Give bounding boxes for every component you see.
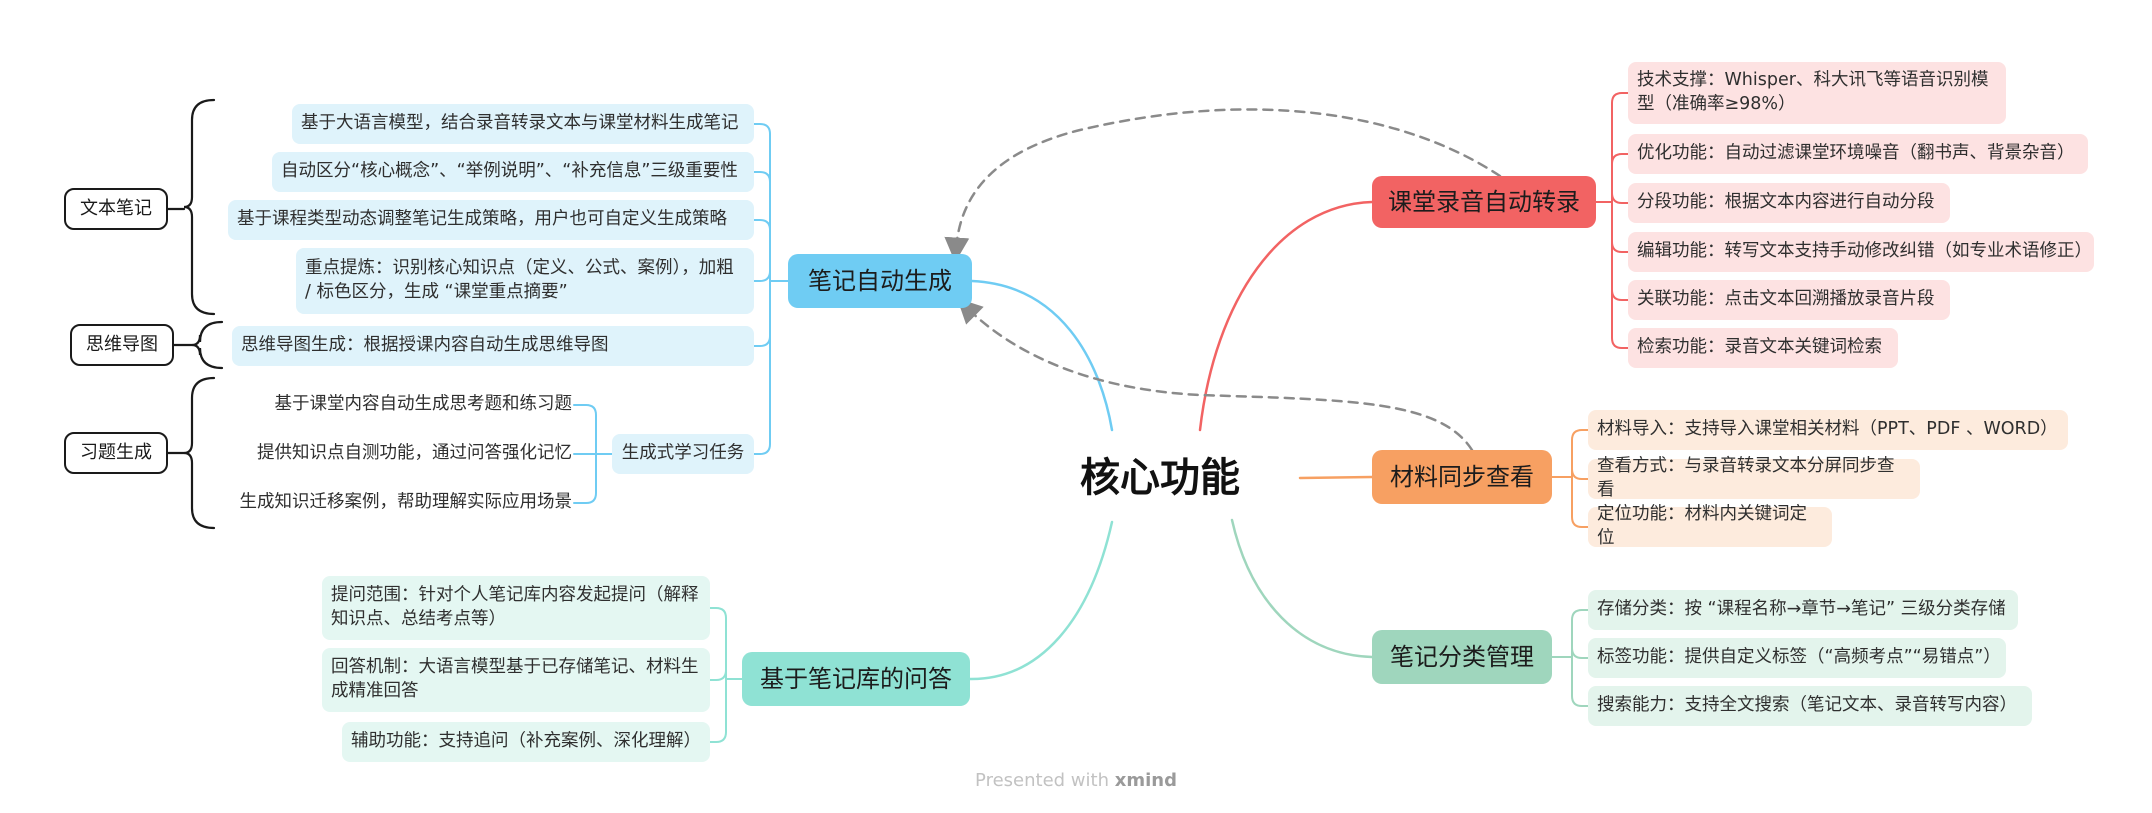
qa-item-mechanism[interactable]: 回答机制：大语言模型基于已存储笔记、材料生成精准回答: [322, 648, 710, 712]
materials-item-import[interactable]: 材料导入：支持导入课堂相关材料（PPT、PDF 、WORD）: [1588, 410, 2068, 450]
link-task-0: [573, 404, 613, 455]
link-notes-1: [753, 171, 789, 282]
group-text-notes[interactable]: 文本笔记: [64, 188, 168, 230]
classification-item-storage[interactable]: 存储分类：按 “课程名称→章节→笔记” 三级分类存储: [1588, 590, 2018, 630]
branch-notes[interactable]: 笔记自动生成: [788, 254, 972, 308]
link-transcription-3: [1611, 201, 1629, 253]
group-exercises[interactable]: 习题生成: [64, 432, 168, 474]
link-transcription-1: [1611, 153, 1629, 203]
transcription-item-optimize[interactable]: 优化功能：自动过滤课堂环境噪音（翻书声、背景杂音）: [1628, 134, 2088, 174]
link-center-qa: [968, 520, 1114, 681]
link-center-classification: [1230, 518, 1374, 659]
link-qa-0: [709, 607, 743, 680]
xmind-logo-text: xmind: [1114, 770, 1177, 791]
notes-item-levels[interactable]: 自动区分“核心概念”、“举例说明”、“补充信息”三级重要性: [272, 152, 754, 192]
link-classification-0: [1571, 609, 1589, 658]
link-center-notes: [970, 279, 1114, 432]
bracket-mindmap: [191, 320, 224, 370]
link-qa-2: [709, 678, 743, 743]
center-topic[interactable]: 核心功能: [1080, 455, 1240, 501]
link-transcription-2: [1611, 192, 1629, 204]
qa-item-followup[interactable]: 辅助功能：支持追问（补充案例、深化理解）: [342, 722, 710, 762]
link-classification-2: [1571, 656, 1589, 707]
link-notes-5: [753, 280, 789, 455]
link-materials-0: [1571, 429, 1589, 478]
materials-item-locate[interactable]: 定位功能：材料内关键词定位: [1588, 504, 1832, 548]
bracket-exercises: [183, 376, 216, 530]
link-task-2: [573, 453, 613, 504]
transcription-item-edit[interactable]: 编辑功能：转写文本支持手动修改纠错（如专业术语修正）: [1628, 232, 2094, 272]
branch-materials[interactable]: 材料同步查看: [1372, 450, 1552, 504]
branch-qa[interactable]: 基于笔记库的问答: [742, 652, 970, 706]
transcription-item-tech[interactable]: 技术支撑：Whisper、科大讯飞等语音识别模型（准确率≥98%）: [1628, 62, 2006, 124]
link-qa-1: [709, 669, 743, 681]
relation-materials-to-notes: [957, 298, 1474, 452]
footer-credit: Presented with xmind: [0, 770, 2152, 791]
transcription-item-segment[interactable]: 分段功能：根据文本内容进行自动分段: [1628, 183, 1950, 223]
notes-item-strategy[interactable]: 基于课程类型动态调整笔记生成策略，用户也可自定义生成策略: [228, 200, 754, 240]
qa-item-scope[interactable]: 提问范围：针对个人笔记库内容发起提问（解释知识点、总结考点等）: [322, 576, 710, 640]
notes-item-llm[interactable]: 基于大语言模型，结合录音转录文本与课堂材料生成笔记: [292, 104, 754, 144]
notes-item-highlight[interactable]: 重点提炼：识别核心知识点（定义、公式、案例），加粗 / 标色区分，生成 “课堂重…: [296, 248, 754, 314]
group-mindmap[interactable]: 思维导图: [70, 324, 174, 366]
notes-item-mindmap[interactable]: 思维导图生成：根据授课内容自动生成思维导图: [232, 326, 754, 366]
classification-item-fulltext[interactable]: 搜索能力：支持全文搜索（笔记文本、录音转写内容）: [1588, 686, 2032, 726]
transcription-item-search[interactable]: 检索功能：录音文本关键词检索: [1628, 328, 1898, 368]
transcription-item-link[interactable]: 关联功能：点击文本回溯播放录音片段: [1628, 280, 1950, 320]
link-classification-1: [1571, 647, 1589, 659]
classification-item-tags[interactable]: 标签功能：提供自定义标签（“高频考点”“易错点”）: [1588, 638, 2006, 678]
branch-transcription[interactable]: 课堂录音自动转录: [1372, 176, 1596, 228]
footer-prefix: Presented with: [975, 770, 1109, 791]
link-materials-1: [1571, 468, 1589, 480]
task-item-transfer[interactable]: 生成知识迁移案例，帮助理解实际应用场景: [239, 492, 573, 513]
task-item-exercises[interactable]: 基于课堂内容自动生成思考题和练习题: [274, 394, 573, 415]
link-center-transcription: [1198, 200, 1374, 432]
link-center-materials: [1298, 475, 1374, 480]
link-notes-0: [753, 123, 789, 282]
materials-item-view[interactable]: 查看方式：与录音转录文本分屏同步查看: [1588, 456, 1920, 500]
notes-task[interactable]: 生成式学习任务: [612, 434, 754, 474]
task-item-selftest[interactable]: 提供知识点自测功能，通过问答强化记忆: [257, 443, 572, 464]
relation-transcription-to-notes: [944, 108, 1502, 263]
bracket-text-notes: [183, 98, 216, 316]
link-materials-2: [1571, 476, 1589, 528]
link-transcription-5: [1611, 201, 1629, 349]
link-notes-3: [753, 270, 789, 282]
branch-classification[interactable]: 笔记分类管理: [1372, 630, 1552, 684]
link-notes-2: [753, 219, 789, 282]
link-transcription-0: [1611, 92, 1629, 203]
